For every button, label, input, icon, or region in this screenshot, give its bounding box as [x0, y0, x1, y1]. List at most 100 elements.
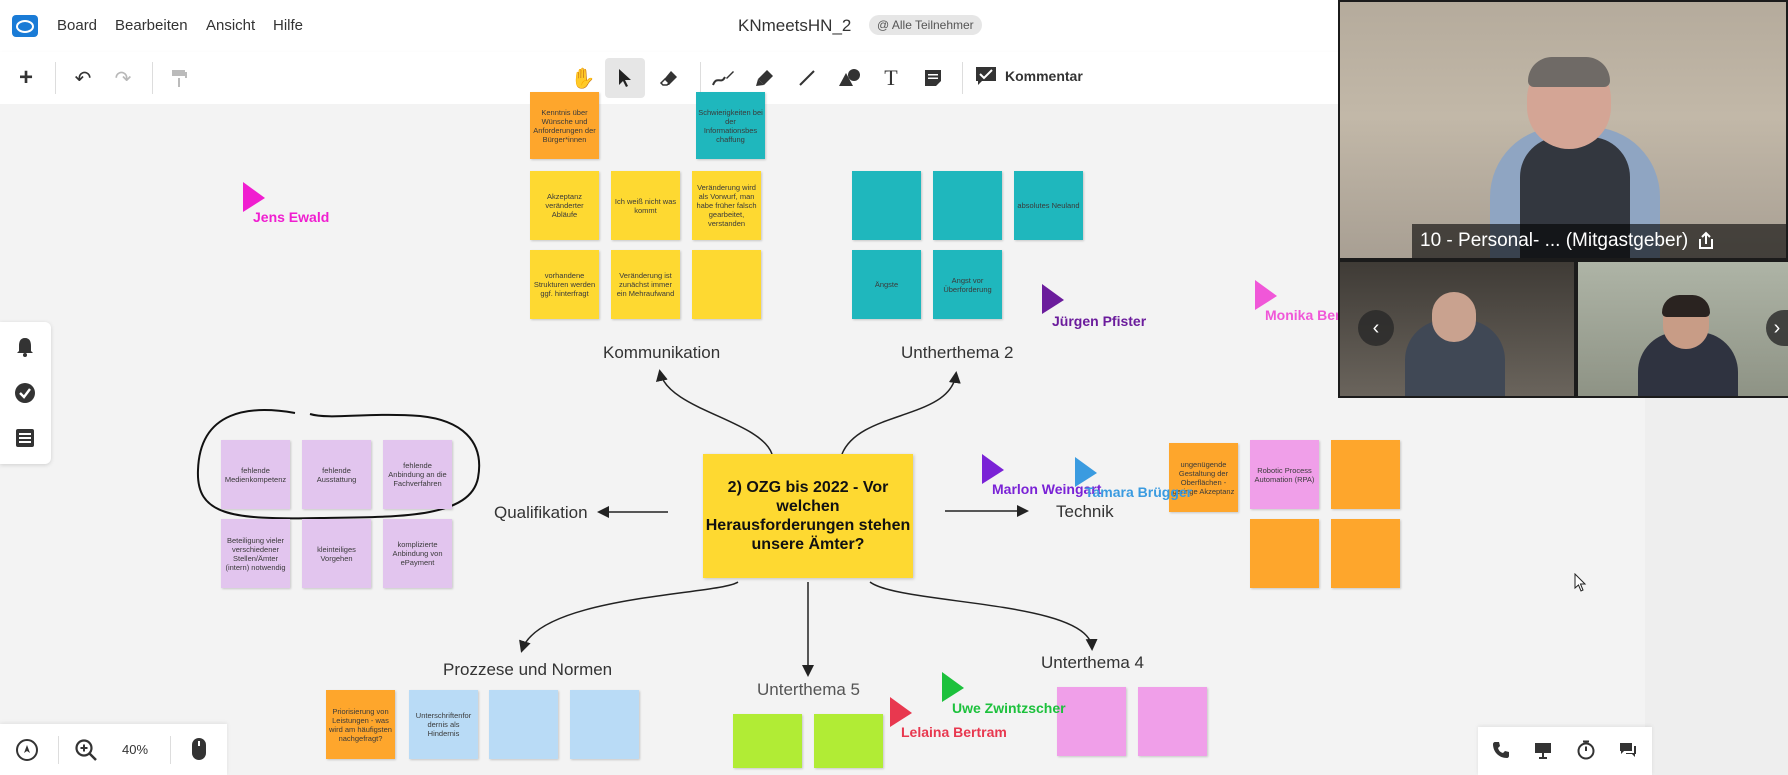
sticky-note[interactable]: Veränderung ist zunächst immer ein Mehra… — [611, 250, 680, 319]
sticky-note[interactable]: Priorisierung von Leistungen - was wird … — [326, 690, 395, 759]
sticky-note[interactable] — [814, 714, 883, 768]
share-icon[interactable] — [1696, 231, 1716, 251]
cursor-pointer-icon — [982, 454, 1004, 484]
central-topic[interactable]: 2) OZG bis 2022 - Vor welchen Herausford… — [703, 454, 913, 578]
topic-unterthema2[interactable]: Untherthema 2 — [901, 343, 1014, 362]
menu-bearbeiten[interactable]: Bearbeiten — [115, 17, 188, 34]
presentation-icon[interactable] — [1534, 741, 1552, 764]
sticky-note[interactable]: Ängste — [852, 250, 921, 319]
menu-hilfe[interactable]: Hilfe — [273, 17, 304, 34]
menu-bar: Board Bearbeiten Ansicht Hilfe KNmeetsHN… — [0, 0, 1340, 52]
sticky-note[interactable]: Kenntnis über Wünsche und Anforderungen … — [530, 92, 599, 159]
phone-icon[interactable] — [1492, 741, 1510, 764]
bottom-left-controls: 40% — [0, 724, 227, 775]
zoom-level[interactable]: 40% — [122, 742, 149, 757]
topic-unterthema4[interactable]: Unterthema 4 — [1041, 653, 1144, 672]
board-title[interactable]: KNmeetsHN_2 — [738, 16, 852, 35]
select-tool[interactable] — [605, 58, 645, 98]
sticky-note[interactable] — [692, 250, 761, 319]
marker-tool[interactable] — [745, 58, 785, 98]
toolbar-divider — [55, 62, 56, 94]
undo-button[interactable]: ↶ — [63, 58, 103, 98]
sticky-note[interactable] — [1331, 519, 1400, 588]
line-icon — [799, 70, 815, 86]
sticky-note[interactable]: Angst vor Überforderung — [933, 250, 1002, 319]
tasks-check-icon[interactable] — [14, 382, 36, 409]
sticky-note[interactable] — [1057, 687, 1126, 756]
sticky-note[interactable]: vorhandene Strukturen werden ggf. hinter… — [530, 250, 599, 319]
notification-bell-icon[interactable] — [14, 336, 36, 363]
sticky-note[interactable] — [489, 690, 558, 759]
cursor-label: Monika Ber — [1265, 307, 1341, 323]
cursor-label: Tamara Brügger — [1085, 484, 1193, 500]
sticky-note[interactable]: fehlende Medienkompetenz — [221, 440, 290, 509]
bottom-right-controls — [1478, 727, 1652, 775]
shape-tool[interactable] — [829, 58, 869, 98]
sticky-note[interactable]: fehlende Ausstattung — [302, 440, 371, 509]
hand-icon: ✋ — [570, 67, 596, 90]
sticky-note[interactable] — [1138, 687, 1207, 756]
add-button[interactable]: + — [6, 58, 46, 98]
mouse-pointer-icon — [1574, 573, 1587, 592]
topic-qualifikation[interactable]: Qualifikation — [494, 503, 588, 522]
hand-tool[interactable]: ✋ — [563, 58, 603, 98]
topic-prozesse[interactable]: Prozzese und Normen — [443, 660, 613, 679]
sticky-note[interactable]: Akzeptanz veränderter Abläufe — [530, 171, 599, 240]
app-logo-icon[interactable] — [12, 15, 38, 37]
cursor-pointer-icon — [942, 672, 964, 702]
sticky-note[interactable]: Schwierigkeiten bei der Informationsbes … — [696, 92, 765, 159]
line-tool[interactable] — [787, 58, 827, 98]
sticky-note[interactable]: Veränderung wird als Vorwurf, man habe f… — [692, 171, 761, 240]
topic-technik[interactable]: Technik — [1056, 502, 1114, 521]
timer-icon[interactable] — [1576, 740, 1596, 765]
zoom-icon[interactable] — [74, 738, 98, 767]
cursor-pointer-icon — [890, 697, 912, 727]
sticky-note[interactable]: komplizierte Anbindung von ePayment — [383, 519, 452, 588]
sticky-note[interactable]: Beteiligung vieler verschiedener Stellen… — [221, 519, 290, 588]
toolbar-divider — [700, 62, 701, 94]
side-panel — [0, 322, 51, 464]
main-video-tile[interactable]: 10 - Personal- ... (Mitgastgeber) — [1340, 2, 1786, 258]
sticky-note[interactable]: kleinteiliges Vorgehen — [302, 519, 371, 588]
toolbar-divider — [962, 62, 963, 94]
sticky-note[interactable]: ungenügende Gestaltung der Oberflächen -… — [1169, 443, 1238, 512]
compass-icon[interactable] — [15, 738, 39, 767]
audience-badge[interactable]: @ Alle Teilnehmer — [869, 15, 982, 35]
sticky-note-tool[interactable] — [913, 58, 953, 98]
prev-participant-button[interactable]: ‹ — [1358, 310, 1394, 346]
video-tile[interactable] — [1578, 262, 1788, 396]
topic-kommunikation[interactable]: Kommunikation — [603, 343, 721, 362]
sticky-note[interactable] — [1331, 440, 1400, 509]
cursor-pointer-icon — [243, 182, 265, 212]
chat-icon[interactable] — [1618, 741, 1638, 764]
pen-tool[interactable] — [703, 58, 743, 98]
cursor-arrow-icon — [619, 69, 631, 87]
text-icon: T — [884, 65, 898, 90]
sticky-note[interactable]: Unterschriftenfor dernis als Hindernis — [409, 690, 478, 759]
sticky-note[interactable]: Ich weiß nicht was kommt — [611, 171, 680, 240]
divider — [170, 736, 171, 764]
connector-unterthema4 — [869, 581, 1098, 651]
sticky-note[interactable]: absolutes Neuland — [1014, 171, 1083, 240]
sticky-note[interactable]: Robotic Process Automation (RPA) — [1250, 440, 1319, 509]
redo-button[interactable]: ↷ — [103, 58, 143, 98]
sticky-note[interactable] — [852, 171, 921, 240]
sticky-note[interactable] — [933, 171, 1002, 240]
sticky-note[interactable] — [733, 714, 802, 768]
sticky-note[interactable] — [1250, 519, 1319, 588]
toolbar-divider — [152, 62, 153, 94]
topic-unterthema5[interactable]: Unterthema 5 — [757, 680, 860, 699]
sticky-note[interactable] — [570, 690, 639, 759]
chevron-right-icon: › — [1773, 316, 1781, 339]
format-painter-button[interactable] — [160, 58, 200, 98]
mouse-icon[interactable] — [191, 737, 207, 766]
cursor-label: Lelaina Bertram — [901, 724, 1007, 740]
text-tool[interactable]: T — [871, 58, 911, 98]
menu-ansicht[interactable]: Ansicht — [206, 17, 256, 34]
menu-board[interactable]: Board — [57, 17, 98, 34]
comment-button[interactable]: Kommentar — [975, 66, 1083, 86]
sticky-note[interactable]: fehlende Anbindung an die Fachverfahren — [383, 440, 452, 509]
eraser-tool[interactable] — [649, 58, 689, 98]
next-participant-button[interactable]: › — [1766, 310, 1788, 346]
list-icon[interactable] — [15, 428, 35, 453]
